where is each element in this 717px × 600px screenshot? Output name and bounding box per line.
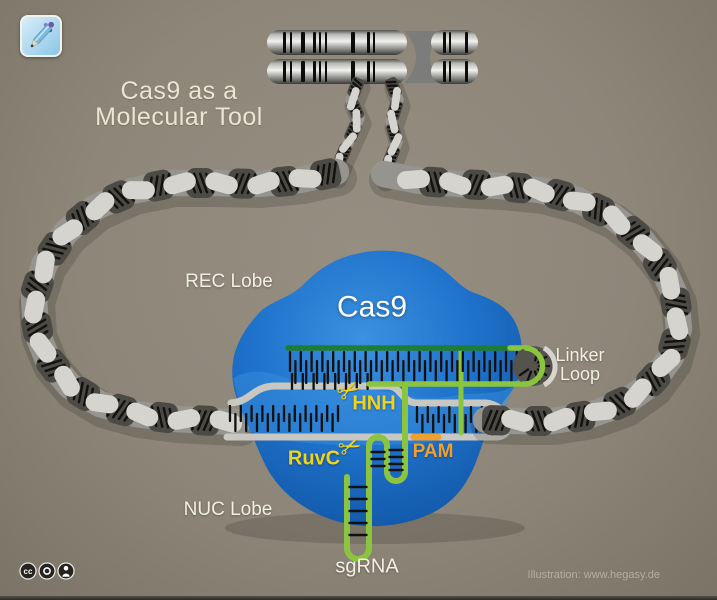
license-icons: cc xyxy=(19,562,75,580)
credit-text: Illustration: www.hegasy.de xyxy=(527,569,660,582)
pam-label: PAM xyxy=(412,441,454,463)
title-line2: Molecular Tool xyxy=(95,103,263,131)
bottom-edge-bar xyxy=(0,596,717,600)
page-title: Cas9 as a Molecular Tool xyxy=(95,76,263,131)
cc-icon: cc xyxy=(19,562,37,580)
ruvc-label: RuvC xyxy=(287,447,341,470)
nuc-lobe-label: NUC Lobe xyxy=(183,499,273,521)
title-line1: Cas9 as a xyxy=(120,76,238,105)
linker-loop-label-line1: Linker xyxy=(555,345,605,366)
linker-loop-label-line2: Loop xyxy=(559,364,601,384)
rec-lobe-label: REC Lobe xyxy=(185,271,273,293)
cas9-protein-label: Cas9 xyxy=(336,290,408,324)
ring-icon xyxy=(38,562,56,580)
linker-loop-label: Linker Loop xyxy=(555,346,604,384)
person-icon xyxy=(57,562,75,580)
svg-text:cc: cc xyxy=(24,567,33,576)
hnh-label: HNH xyxy=(352,392,396,415)
sgrna-label: sgRNA xyxy=(335,555,399,578)
dna-pen-glyph xyxy=(30,21,55,48)
dna-pen-icon xyxy=(20,15,62,57)
